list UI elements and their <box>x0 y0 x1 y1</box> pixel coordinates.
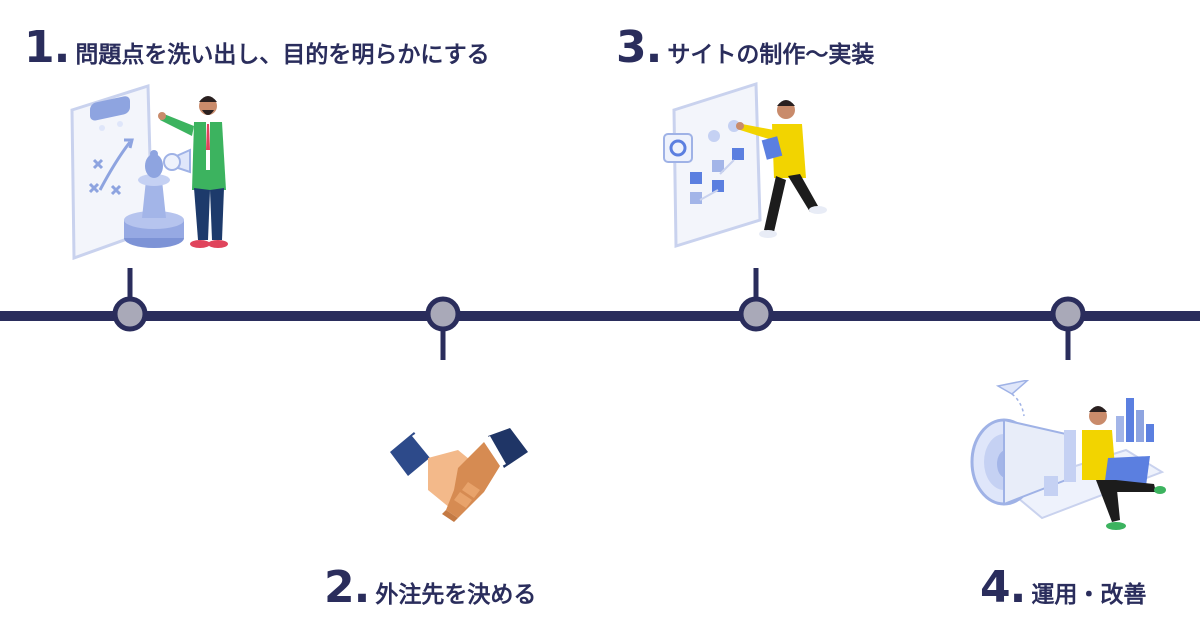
step-1-number: 1. <box>24 22 70 73</box>
step-4-label: 4. 運用・改善 <box>980 566 1146 610</box>
flowchart-design-icon <box>663 81 827 249</box>
megaphone-marketing-icon <box>970 380 1166 530</box>
timeline-node-3 <box>738 296 774 332</box>
timeline-node-4 <box>1050 296 1086 332</box>
step-2-number: 2. <box>324 562 370 613</box>
step-3-number: 3. <box>616 22 662 73</box>
step-4-title: 運用・改善 <box>1031 582 1147 608</box>
step-2-label: 2. 外注先を決める <box>324 566 536 610</box>
step-1-label: 1. 問題点を洗い出し、目的を明らかにする <box>24 26 490 70</box>
step-3-title: サイトの制作〜実装 <box>667 42 875 68</box>
step-3-label: 3. サイトの制作〜実装 <box>616 26 874 70</box>
strategy-chess-icon <box>70 83 228 260</box>
timeline-node-2 <box>425 296 461 332</box>
step-1-title: 問題点を洗い出し、目的を明らかにする <box>75 42 490 68</box>
step-2-title: 外注先を決める <box>375 582 537 608</box>
timeline-node-1 <box>112 296 148 332</box>
handshake-icon <box>390 428 528 522</box>
step-4-number: 4. <box>980 562 1026 613</box>
